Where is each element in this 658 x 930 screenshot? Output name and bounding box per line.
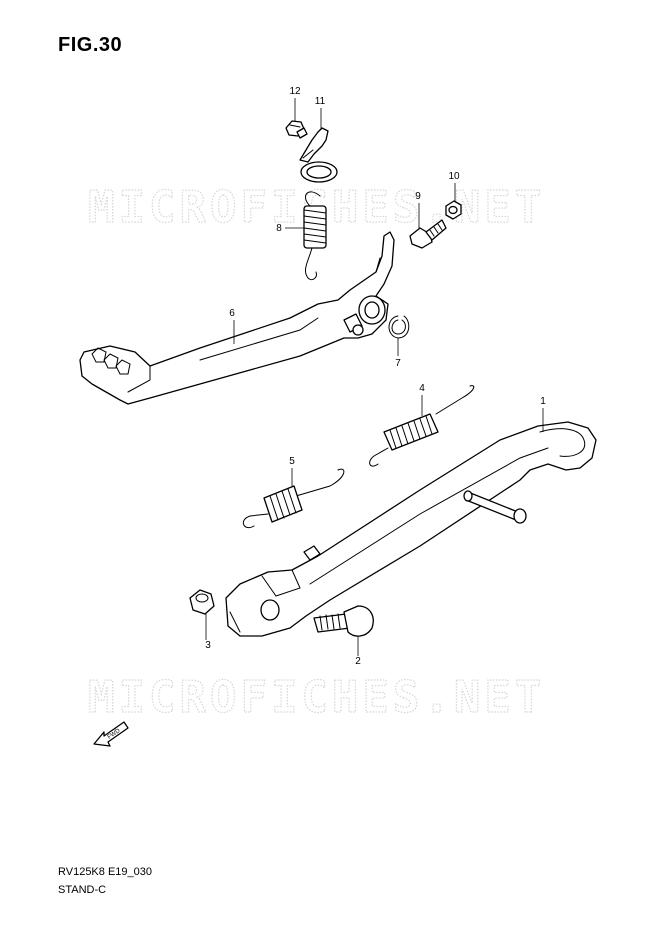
part-9-bolt <box>409 219 447 249</box>
callout-6: 6 <box>229 308 235 319</box>
callout-3: 3 <box>205 640 211 651</box>
figure-title: FIG.30 <box>58 34 123 56</box>
callout-12: 12 <box>289 86 301 97</box>
part-6-pedal <box>79 231 395 405</box>
part-4-spring <box>369 385 475 467</box>
part-11-bracket <box>299 127 338 183</box>
fwd-arrow-icon: FWD <box>93 721 129 747</box>
callout-10: 10 <box>448 171 460 182</box>
watermark-bottom: MICROFICHES.NET <box>88 672 545 723</box>
part-5-spring <box>242 468 345 529</box>
callout-1: 1 <box>540 396 546 407</box>
callout-2: 2 <box>355 656 361 667</box>
callout-7: 7 <box>395 358 401 369</box>
figure-name: STAND-C <box>58 884 107 896</box>
part-1-stand <box>225 421 597 637</box>
part-2-bolt <box>313 605 374 637</box>
part-12-bolt <box>285 120 308 139</box>
leader-lines <box>205 98 544 656</box>
part-7-circlip <box>388 315 410 339</box>
part-8-spring <box>303 191 327 281</box>
callout-4: 4 <box>419 383 425 394</box>
figure-code: RV125K8 E19_030 <box>58 866 152 878</box>
callout-5: 5 <box>289 456 295 467</box>
callout-8: 8 <box>276 223 282 234</box>
callout-11: 11 <box>315 96 326 107</box>
part-3-nut <box>189 589 215 615</box>
part-10-nut <box>445 200 462 220</box>
callout-9: 9 <box>415 191 421 202</box>
